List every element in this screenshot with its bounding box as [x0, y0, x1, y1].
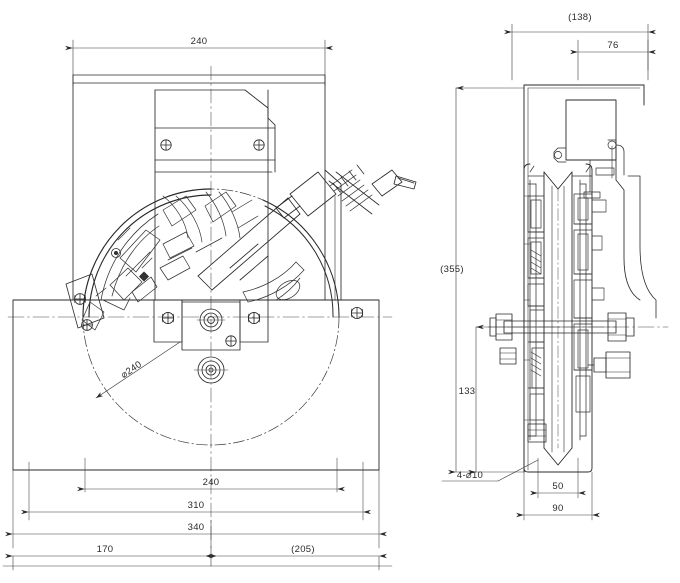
left-lug-bolt-upper [74, 293, 86, 305]
base-plate [12, 299, 380, 471]
side-mechanism-right [573, 193, 607, 413]
bracket-screw-right [253, 139, 265, 151]
shoe-bracket-right [579, 179, 587, 441]
lower-left-bolt [499, 347, 517, 365]
dimension-side-355 [448, 85, 525, 475]
front-view [2, 39, 417, 571]
side-body-housing [523, 163, 593, 473]
brake-shoe-band-right [262, 199, 340, 318]
diameter-leader-240 [95, 341, 181, 399]
center-column [154, 89, 276, 301]
dim-label-top-240: 240 [191, 36, 208, 47]
hole-callout-leader [441, 459, 539, 482]
shaft-nut-right [607, 312, 635, 342]
lower-left-bolt-2 [527, 423, 547, 443]
bracket-screw-left [160, 139, 172, 151]
upper-hardware [527, 165, 615, 177]
brake-shoe-band [82, 188, 212, 318]
dim-label-340: 340 [188, 522, 205, 533]
left-guide-block [153, 299, 183, 343]
dim-label-310: 310 [188, 500, 205, 511]
dimension-bottom-170-205 [2, 545, 393, 571]
rotor-cam-detail [159, 191, 259, 281]
dim-label-138: (138) [568, 12, 592, 23]
dim-label-355: (355) [440, 264, 464, 275]
adjuster-nut [587, 351, 631, 379]
dim-label-bottom-240: 240 [203, 477, 220, 488]
spring-actuator-assembly [275, 164, 417, 219]
main-shaft [503, 320, 617, 334]
lower-shaft-boss [193, 356, 229, 384]
right-guide-block [239, 299, 269, 343]
left-mounting-lug [65, 273, 105, 329]
dimension-side-76 [570, 39, 656, 81]
left-lug-bolt-lower [81, 319, 93, 331]
right-mounting-bolt [350, 306, 364, 320]
shaft-nut-left [489, 313, 513, 341]
side-view [441, 23, 669, 521]
top-housing [72, 74, 326, 301]
dim-label-133: 133 [459, 386, 476, 397]
hub-small-bolt [225, 335, 237, 347]
dim-label-90: 90 [552, 503, 563, 514]
dim-label-hole-callout: 4-⌀10 [457, 470, 483, 481]
dim-label-170: 170 [97, 544, 114, 555]
dim-label-50: 50 [552, 481, 563, 492]
dim-label-205: (205) [291, 544, 315, 555]
side-mechanism-left [527, 195, 545, 421]
right-side-bracket [324, 169, 342, 301]
linkage-pivot-b [139, 271, 149, 282]
dim-label-76: 76 [607, 40, 618, 51]
actuator-arm [197, 197, 301, 291]
right-frame-arm [607, 139, 657, 319]
linkage-pivot-a [111, 248, 121, 258]
